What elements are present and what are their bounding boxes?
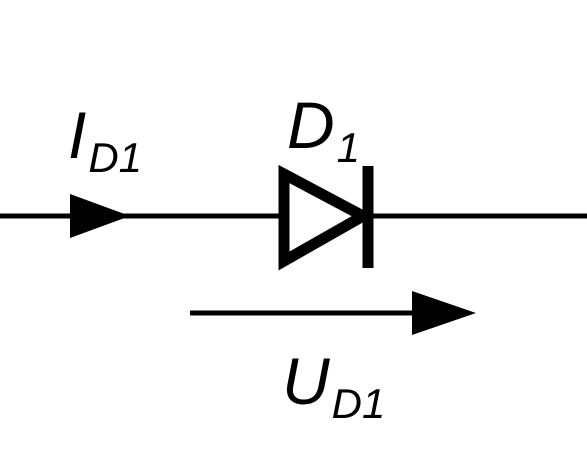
current-label-subscript: D1 [88,134,143,181]
voltage-arrowhead-icon [412,291,476,335]
current-label: ID1 [68,102,142,179]
current-arrow-icon [70,194,130,238]
current-label-symbol: I [68,98,87,172]
voltage-label-symbol: U [282,344,330,418]
diode-symbol [278,164,375,271]
diode-label-subscript: 1 [336,124,361,171]
voltage-label-subscript: D1 [331,380,386,427]
diode-label-symbol: D [287,88,335,162]
diode-triangle [278,164,375,271]
voltage-label: UD1 [282,348,385,425]
diode-label: D1 [287,92,360,169]
